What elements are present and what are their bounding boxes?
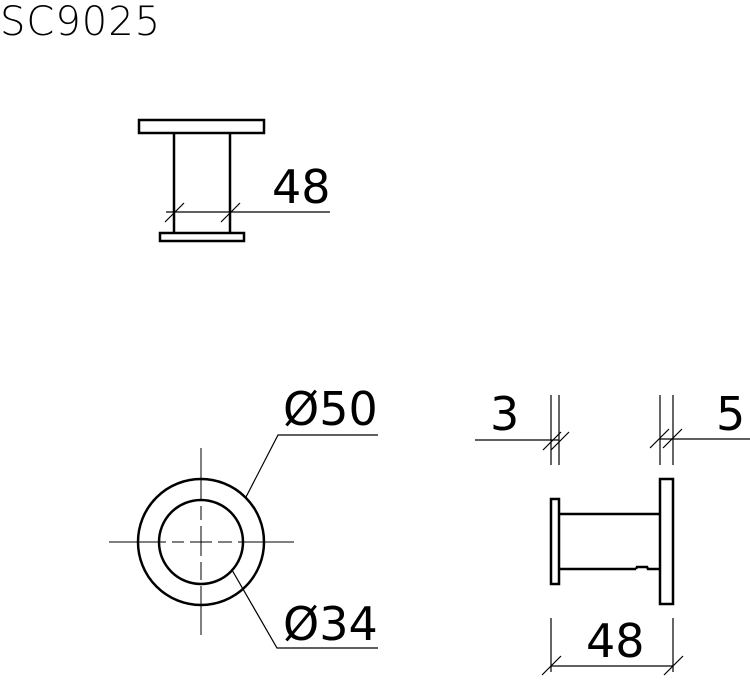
top-dim-label: 48 [272,160,331,214]
model-number: SC9025 [0,0,162,45]
inner-diameter-label: Ø34 [283,597,378,651]
side-view [475,395,750,676]
right-plate-thickness-label: 5 [716,387,745,441]
top-view [137,118,266,243]
outer-diameter-label: Ø50 [283,382,378,436]
top-dimension [164,202,330,223]
side-length-label: 48 [586,614,645,668]
front-view [109,434,378,649]
left-plate-thickness-label: 3 [490,387,519,441]
